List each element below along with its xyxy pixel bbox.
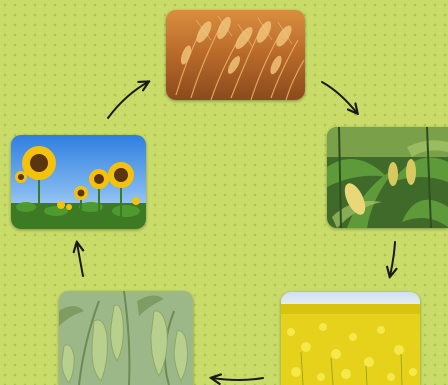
arrow-soybean-to-sunflower (77, 243, 83, 276)
wheat-field-image (166, 10, 305, 100)
arrow-corn-to-rapeseed (390, 242, 395, 276)
arrow-rapeseed-to-soybean (212, 378, 263, 380)
arrow-wheat-to-corn (322, 82, 357, 113)
soybean-pods-image (59, 291, 193, 385)
corn-plant-image (327, 127, 448, 228)
sunflower-field-image (11, 135, 146, 229)
arrow-sunflower-to-wheat (108, 82, 148, 118)
rapeseed-field-image (281, 292, 420, 385)
